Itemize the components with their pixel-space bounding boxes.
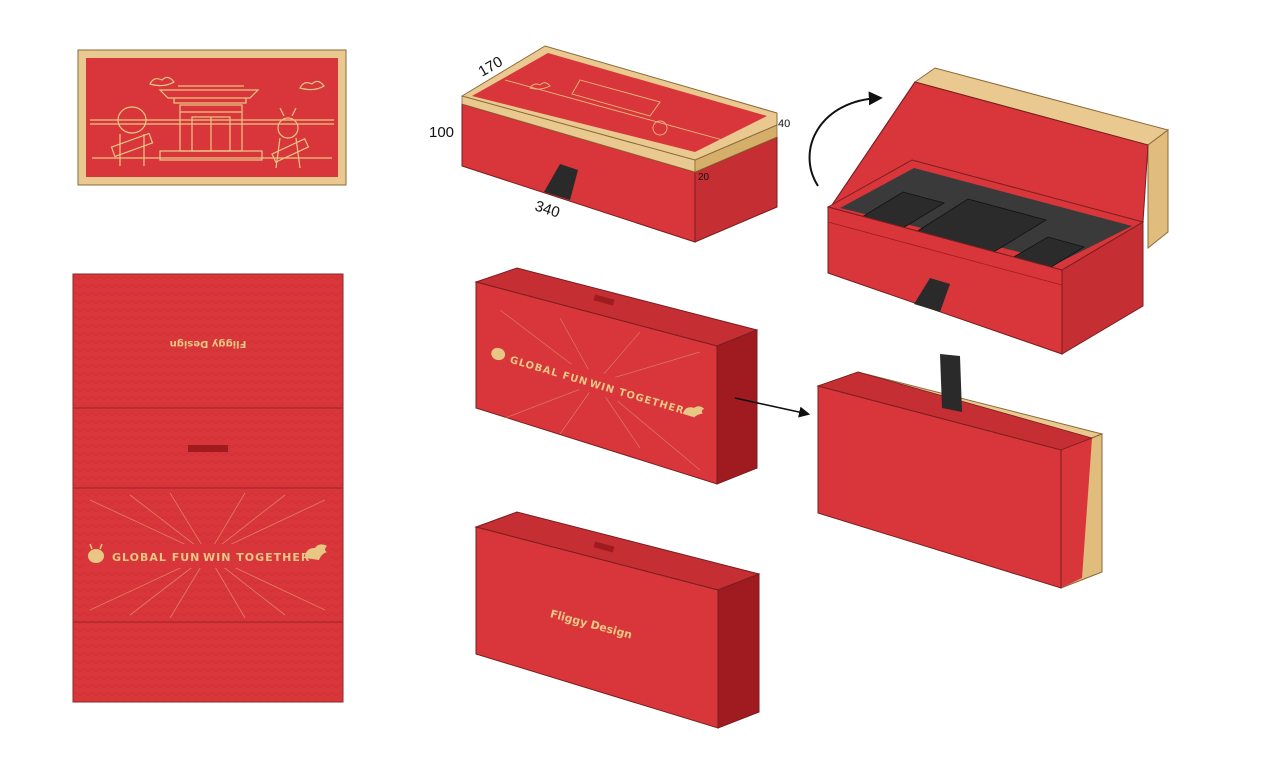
sleeve-flat-slogan-left: GLOBAL FUN xyxy=(112,551,200,564)
curved-arrow-icon xyxy=(808,91,883,187)
cloud-icon xyxy=(682,406,705,418)
pull-tab-strap xyxy=(914,278,950,312)
strap-slot xyxy=(188,445,228,452)
sleeve-flat-slogan-right: WIN TOGETHER xyxy=(203,551,310,564)
sleeve-flat-dieline: GLOBAL FUN WIN TOGETHER Fliggy Design xyxy=(72,273,344,703)
mascot-pig-icon xyxy=(491,347,506,361)
sleeve-flat-brand: Fliggy Design xyxy=(170,338,247,349)
cloud-icon xyxy=(305,544,327,560)
dim-lid-depth: 40 xyxy=(778,118,790,130)
dim-length: 340 xyxy=(533,198,562,222)
mascot-pig-icon xyxy=(88,543,104,563)
drawer-box-3d xyxy=(816,354,1104,589)
pull-tab-strap xyxy=(544,164,578,200)
straight-arrow-icon xyxy=(734,397,811,418)
lid-artwork-flat xyxy=(77,49,347,186)
sleeve-3d-brand: Fliggy Design xyxy=(474,511,761,729)
pull-tab-strap xyxy=(940,354,962,412)
dim-lid-lip: 20 xyxy=(698,172,710,183)
dim-height: 100 xyxy=(429,124,454,141)
lid-illustration xyxy=(90,76,334,169)
closed-box-3d: 170 100 340 40 20 xyxy=(429,45,790,243)
sleeve-3d-slogan: GLOBAL FUN WIN TOGETHER xyxy=(474,267,759,485)
open-box-3d xyxy=(808,67,1170,355)
